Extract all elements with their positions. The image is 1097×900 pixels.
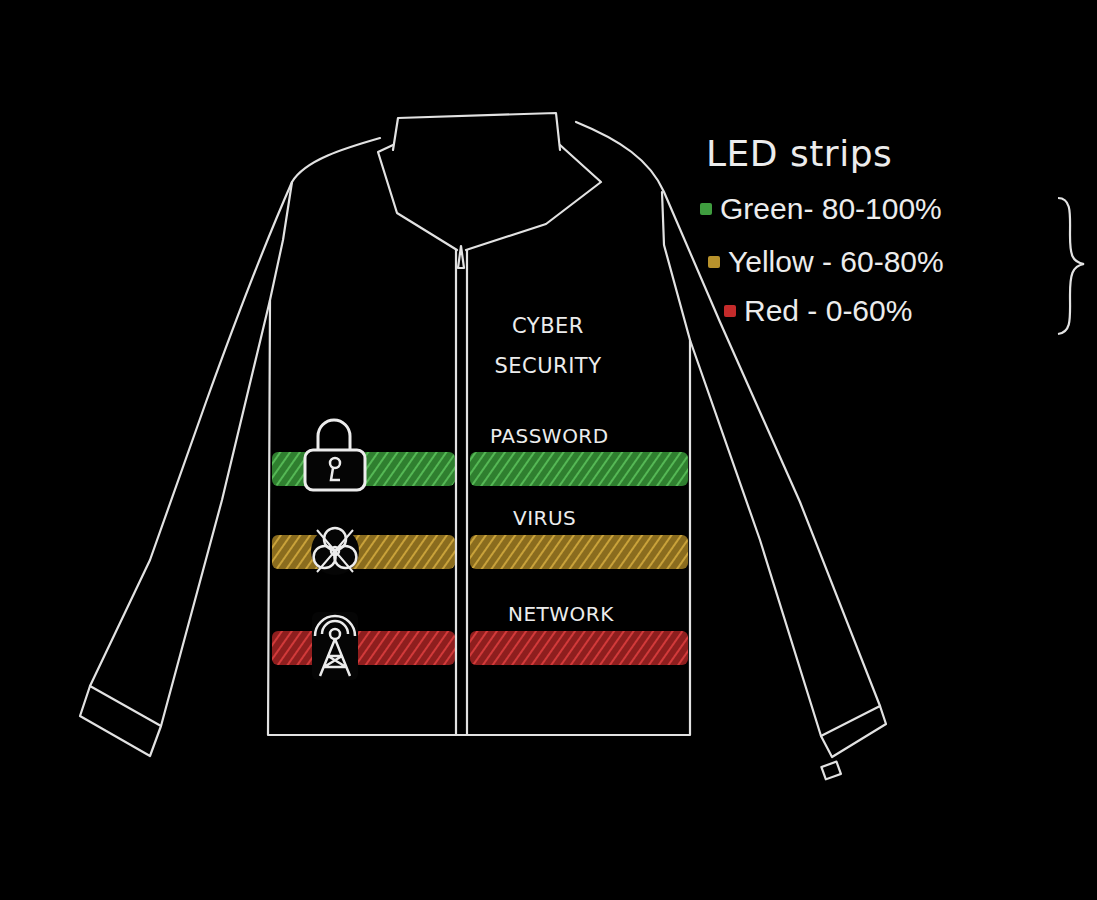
strip-label: PASSWORD: [490, 424, 609, 448]
red-strip: [272, 631, 455, 665]
legend-item: Red - 0-60%: [724, 294, 912, 328]
cuff-tab: [821, 762, 840, 780]
legend-item: Green- 80-100%: [700, 192, 942, 226]
legend-text: Yellow - 60-80%: [728, 245, 944, 279]
icon-ground: [312, 612, 358, 680]
legend-text: Green- 80-100%: [720, 192, 942, 226]
green-strip: [470, 452, 688, 486]
left-sleeve: [90, 138, 380, 686]
legend-item: Yellow - 60-80%: [708, 245, 944, 279]
biohazard-cross: [317, 530, 353, 572]
legend-bracket: [1058, 198, 1084, 334]
icon-ground: [311, 527, 359, 575]
right-cuff: [821, 706, 886, 757]
section-title: CYBER SECURITY: [476, 306, 620, 386]
lock-icon: [305, 420, 365, 490]
zipper: [456, 250, 467, 735]
right-sleeve-inner: [690, 340, 821, 736]
legend-swatch: [724, 305, 736, 317]
signal-arc: [315, 616, 355, 636]
antenna-head: [330, 629, 340, 639]
strip-label: VIRUS: [513, 506, 576, 530]
left-cuff: [80, 686, 161, 756]
keyhole: [330, 458, 340, 468]
jacket-body: [268, 182, 690, 735]
yellow-strip: [272, 535, 455, 569]
lock-body: [305, 450, 365, 490]
legend-swatch: [700, 203, 712, 215]
red-strip: [470, 631, 688, 665]
keyhole: [331, 468, 340, 480]
antenna-icon: [312, 612, 358, 680]
strip-label: NETWORK: [508, 602, 614, 626]
collar-band: [393, 113, 560, 150]
lock-shackle: [318, 420, 350, 452]
legend-swatch: [708, 256, 720, 268]
legend-heading: LED strips: [706, 132, 892, 175]
biohazard-icon: [311, 527, 359, 575]
zipper-pull: [458, 246, 464, 268]
signal-arc: [322, 621, 348, 634]
legend-text: Red - 0-60%: [744, 294, 912, 328]
left-sleeve-inner: [161, 300, 270, 726]
yellow-strip: [470, 535, 688, 569]
antenna-tower: [320, 639, 350, 676]
collar-flap: [378, 145, 601, 250]
